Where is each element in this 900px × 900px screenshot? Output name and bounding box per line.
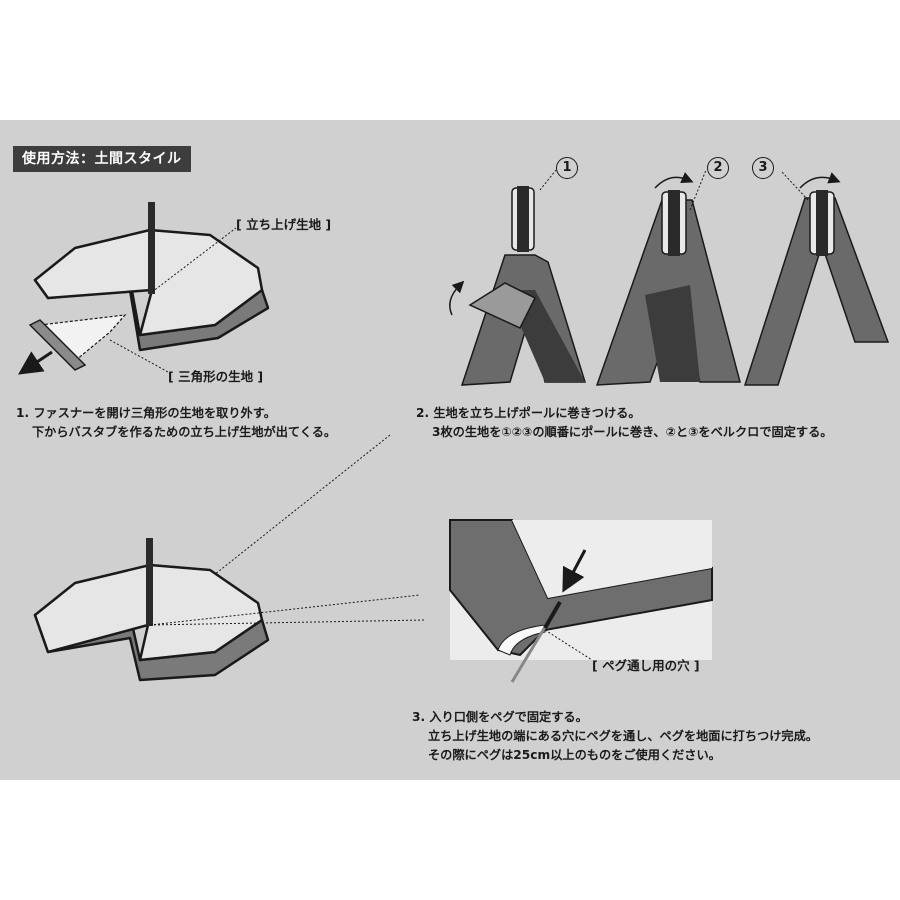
step-3-number: 3. [412, 710, 426, 724]
illustration-layer [18, 169, 890, 683]
label-standing-fabric: [ 立ち上げ生地 ] [236, 217, 332, 232]
step2-diagram-2 [595, 169, 741, 386]
step-2-line-1: 生地を立ち上げポールに巻きつける。 [433, 406, 641, 420]
step-2-number: 2. [416, 406, 430, 420]
step-2-line-2: 3枚の生地を①②③の順番にポールに巻き、②と③をベルクロで固定する。 [432, 425, 833, 439]
step-1-line-2: 下からバスタブを作るための立ち上げ生地が出てくる。 [32, 425, 337, 439]
step-3-line-1: 入り口側をペグで固定する。 [429, 710, 588, 724]
marker-2: 2 [707, 157, 729, 179]
step2-diagram-3 [743, 171, 890, 386]
step-2-text: 2. 生地を立ち上げポールに巻きつける。 3枚の生地を①②③の順番にポールに巻き… [416, 404, 832, 442]
step-1-text: 1. ファスナーを開け三角形の生地を取り外す。 下からバスタブを作るための立ち上… [16, 404, 336, 442]
marker-1: 1 [556, 157, 578, 179]
label-triangle-fabric: [ 三角形の生地 ] [168, 369, 264, 384]
step-3-text: 3. 入り口側をペグで固定する。 立ち上げ生地の端にある穴にペグを通し、ペグを地… [412, 708, 818, 765]
step3-closeup-illustration [449, 519, 713, 683]
step2-diagram-1 [449, 169, 587, 386]
step-1-number: 1. [16, 406, 30, 420]
label-peg-hole: [ ペグ通し用の穴 ] [592, 658, 700, 673]
step-1-line-1: ファスナーを開け三角形の生地を取り外す。 [33, 406, 276, 420]
step-3-line-2: 立ち上げ生地の端にある穴にペグを通し、ペグを地面に打ちつけ完成。 [428, 729, 818, 743]
instruction-panel: 使用方法：土間スタイル [ 立ち上げ生地 ] [ 三角形の生地 ] [ ペグ通し… [0, 120, 900, 780]
step-3-line-3: その際にペグは25cm以上のものをご使用ください。 [428, 748, 721, 762]
step3-floor-illustration [33, 538, 426, 682]
step1-floor-illustration [18, 202, 270, 375]
page-title: 使用方法：土間スタイル [13, 146, 191, 172]
connector-line [169, 434, 391, 611]
marker-3: 3 [752, 157, 774, 179]
